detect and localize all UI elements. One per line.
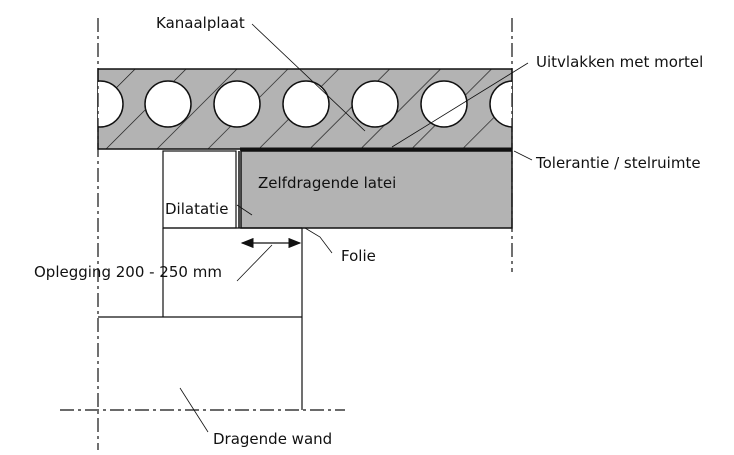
label-folie: Folie	[341, 247, 376, 265]
hollow-core-slab	[97, 68, 513, 150]
label-dragende-wand: Dragende wand	[213, 430, 332, 448]
leader-kanaalplaat	[251, 23, 366, 132]
slab-core	[144, 80, 192, 128]
slab-core	[282, 80, 330, 128]
leader-lines	[179, 23, 533, 433]
leader-dragende-wand	[179, 387, 209, 433]
label-uitvlakken: Uitvlakken met mortel	[536, 53, 703, 71]
leader-oplegging	[236, 244, 273, 282]
slab-core	[420, 80, 468, 128]
leader-folie	[304, 227, 333, 254]
label-tolerantie: Tolerantie / stelruimte	[535, 154, 701, 172]
label-latei: Zelfdragende latei	[258, 174, 396, 192]
slab-cores	[98, 80, 512, 128]
label-kanaalplaat: Kanaalplaat	[156, 14, 245, 32]
slab-core	[489, 80, 512, 128]
leader-dilatatie	[236, 204, 253, 216]
leader-uitvlakken	[391, 62, 529, 148]
slab-core	[98, 80, 124, 128]
leader-tolerantie	[513, 150, 533, 161]
label-oplegging: Oplegging 200 - 250 mm	[34, 263, 222, 281]
lintel-block	[240, 150, 513, 229]
slab-core	[213, 80, 261, 128]
label-dilatatie: Dilatatie	[165, 200, 228, 218]
slab-core	[351, 80, 399, 128]
dilatation-joint	[162, 150, 237, 229]
